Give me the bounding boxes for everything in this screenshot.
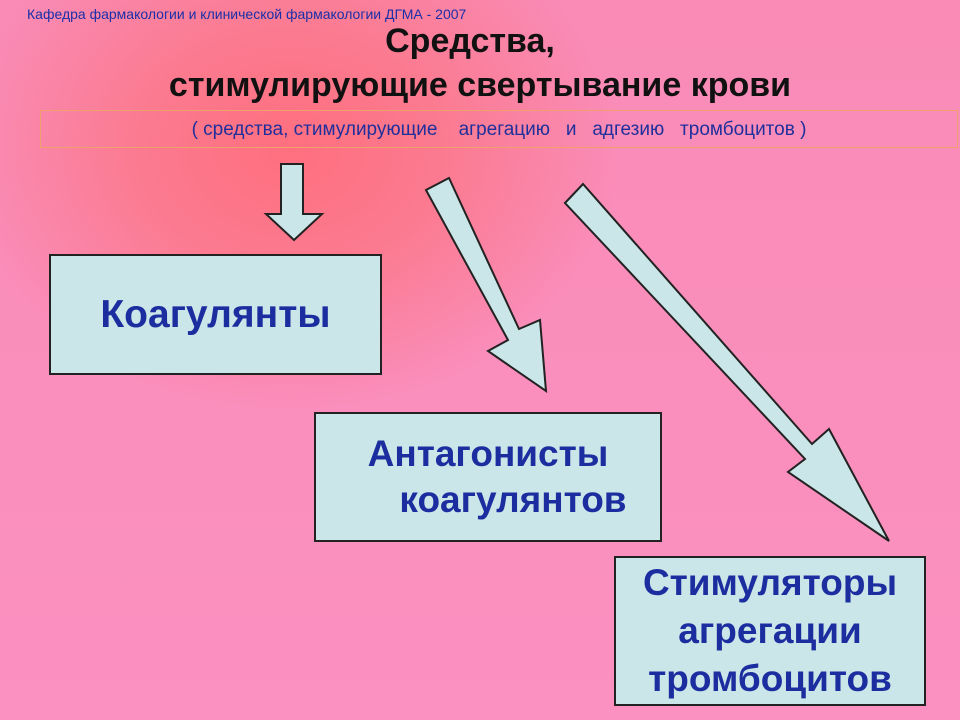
arrow-to-stimulators bbox=[563, 182, 890, 542]
department-credit: Кафедра фармакологии и клинической фарма… bbox=[27, 6, 467, 22]
subtitle-frame: ( средства, стимулирующие агрегацию и ад… bbox=[40, 110, 958, 148]
arrow-to-antagonists bbox=[424, 176, 548, 394]
coagulants-label: Коагулянты bbox=[100, 292, 331, 336]
stimulators-label-line3: тромбоцитов bbox=[648, 658, 892, 699]
slide-title-line1: Средства, bbox=[385, 22, 555, 60]
antagonists-label-line1: Антагонисты bbox=[367, 433, 609, 474]
antagonists-box: Антагонисты коагулянтов bbox=[314, 412, 662, 542]
slide-title-line2: стимулирующие свертывание крови bbox=[168, 66, 792, 104]
coagulants-box: Коагулянты bbox=[49, 254, 382, 375]
antagonists-label-line2: коагулянтов bbox=[399, 479, 627, 520]
subtitle-text: ( средства, стимулирующие агрегацию и ад… bbox=[191, 119, 807, 140]
stimulators-box: Стимуляторы агрегации тромбоцитов bbox=[614, 556, 926, 706]
stimulators-label-line1: Стимуляторы bbox=[642, 562, 898, 603]
arrow-down-to-coagulants bbox=[263, 163, 325, 242]
stimulators-label-line2: агрегации bbox=[678, 610, 862, 651]
